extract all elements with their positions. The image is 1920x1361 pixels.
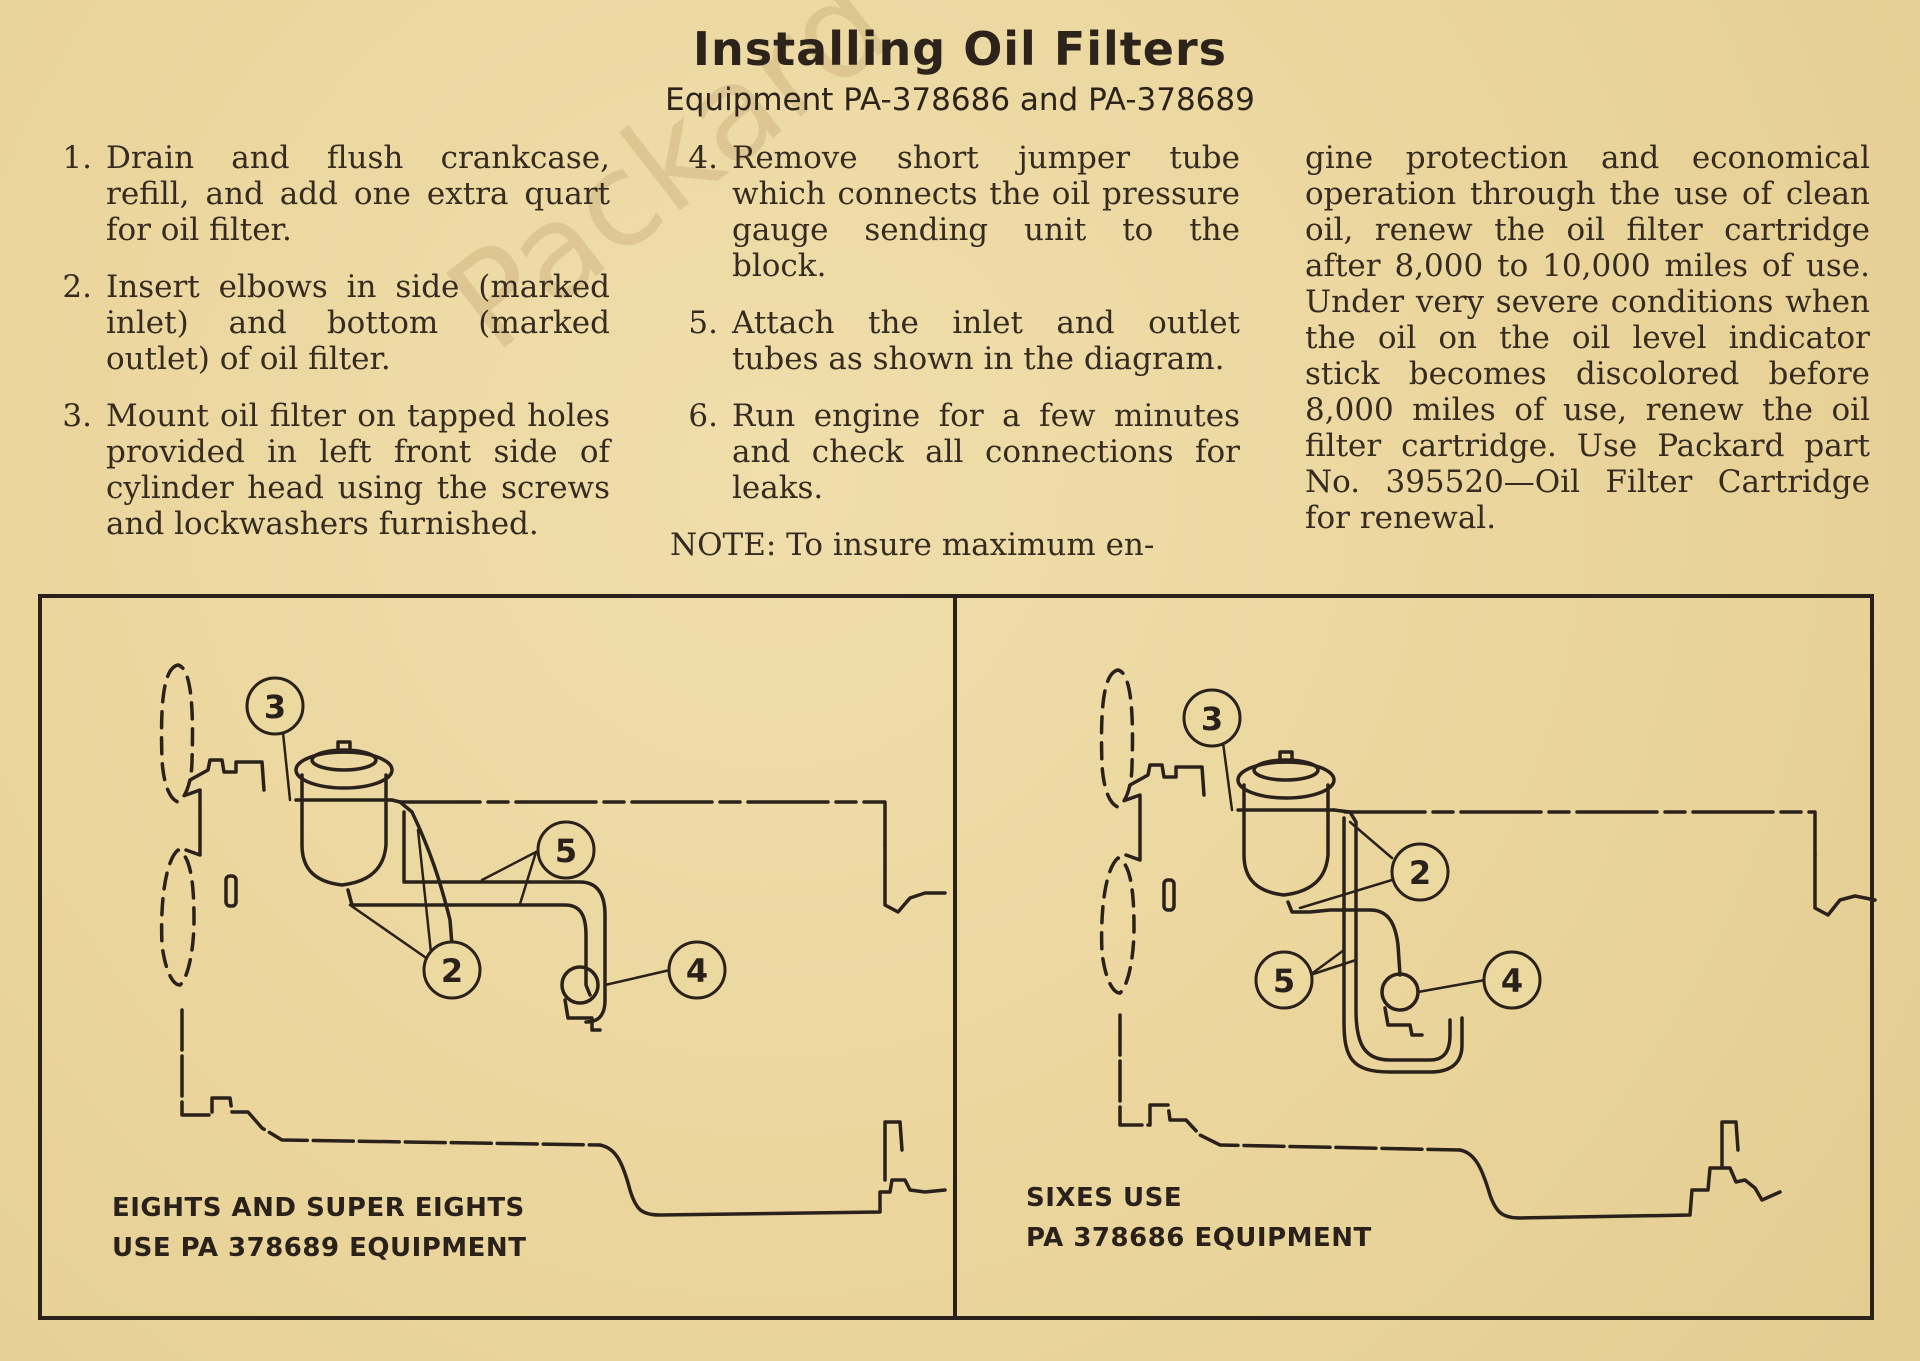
tube-inlet-left: [390, 798, 454, 947]
diagram-left: [159, 663, 947, 1217]
water-outlet-right: [1128, 763, 1206, 797]
block-slot-left: [224, 874, 238, 908]
step-text: Insert elbows in side (marked inlet) and…: [106, 269, 610, 377]
head-rear-left: [883, 843, 947, 914]
callout-label: 3: [264, 688, 286, 726]
oil-pan-left: [598, 1143, 947, 1217]
tube-return-right: [1342, 816, 1464, 1074]
filter-lid-top-left: [310, 748, 378, 772]
sending-unit-base-right: [1383, 1006, 1424, 1037]
sending-unit-right: [1380, 972, 1420, 1012]
callout-label: 5: [1273, 962, 1295, 1000]
step-1: 1. Drain and flush crankcase, refill, an…: [40, 140, 610, 248]
water-outlet-left: [188, 758, 266, 792]
callout-3-left: [245, 676, 305, 736]
fan-blade-lower-left: [159, 848, 196, 987]
step-text: Drain and flush crankcase, refill, and a…: [106, 140, 610, 248]
filter-knob-left: [336, 740, 352, 754]
fan-hub-right: [1124, 793, 1142, 862]
step-text: Run engine for a few minutes and check a…: [732, 398, 1240, 506]
tube-outlet-right: [1332, 808, 1452, 1062]
fan-blade-lower-right: [1099, 856, 1136, 995]
oil-pan-right: [1458, 1148, 1782, 1220]
callout-label: 2: [441, 952, 463, 990]
head-rear-right: [1813, 853, 1877, 917]
filter-lid-top-right: [1252, 758, 1320, 782]
instructions-column-2: 4. Remove short jumper tube which connec…: [670, 140, 1240, 563]
caption-sixes: SIXES USE PA 378686 EQUIPMENT: [1026, 1178, 1372, 1258]
callout-2-left: [422, 940, 482, 1000]
step-number: 3.: [62, 398, 92, 434]
oil-pan-rear-left: [883, 1120, 904, 1182]
block-slot-right: [1162, 878, 1176, 912]
caption-line-2: PA 378686 EQUIPMENT: [1026, 1223, 1372, 1253]
step-number: 2.: [62, 269, 92, 305]
caption-line-2: USE PA 378689 EQUIPMENT: [112, 1233, 527, 1263]
tube-inlet-right: [1286, 900, 1402, 977]
callout-label: 4: [1501, 962, 1523, 1000]
caption-line-1: EIGHTS AND SUPER EIGHTS: [112, 1193, 525, 1223]
step-6: 6. Run engine for a few minutes and chec…: [670, 398, 1240, 506]
step-3: 3. Mount oil filter on tapped holes prov…: [40, 398, 610, 542]
callout-label: 2: [1409, 854, 1431, 892]
step-text: Mount oil filter on tapped holes provide…: [106, 398, 610, 542]
callout-2-right: [1390, 842, 1450, 902]
callout-label: 5: [555, 832, 577, 870]
step-number: 1.: [62, 140, 92, 176]
sending-unit-left: [560, 965, 600, 1005]
fan-blade-upper-left: [159, 663, 195, 804]
filter-canister-right: [1242, 783, 1330, 897]
filter-canister-left: [300, 773, 388, 887]
head-top-left: [398, 800, 887, 847]
note-continued: gine protection and economical operation…: [1305, 140, 1870, 536]
step-text: Attach the inlet and outlet tubes as sho…: [732, 305, 1240, 377]
tube-outlet-left: [346, 888, 592, 997]
step-4: 4. Remove short jumper tube which connec…: [670, 140, 1240, 284]
tube-return-left: [402, 810, 607, 1024]
callout-4-left: [667, 940, 727, 1000]
oil-pan-rear-right: [1720, 1120, 1740, 1170]
sending-unit-base-left: [563, 998, 602, 1032]
step-5: 5. Attach the inlet and outlet tubes as …: [670, 305, 1240, 377]
filter-knob-right: [1278, 750, 1294, 764]
instructions-column-1: 1. Drain and flush crankcase, refill, an…: [40, 140, 610, 563]
step-2: 2. Insert elbows in side (marked inlet) …: [40, 269, 610, 377]
step-number: 4.: [688, 140, 718, 176]
fan-hub-left: [184, 788, 202, 857]
callout-5-left: [536, 820, 596, 880]
callout-label: 4: [686, 952, 708, 990]
step-number: 6.: [688, 398, 718, 434]
diagram-right: [1099, 668, 1877, 1220]
head-top-right: [1343, 810, 1817, 857]
page-title: Installing Oil Filters: [692, 22, 1228, 76]
callout-4-right: [1482, 950, 1542, 1010]
caption-line-1: SIXES USE: [1026, 1183, 1183, 1213]
callout-label: 3: [1201, 700, 1223, 738]
step-text: Remove short jumper tube which connects …: [732, 140, 1240, 284]
page-subtitle: Equipment PA-378686 and PA-378689: [665, 82, 1255, 118]
block-front-right: [1118, 1013, 1462, 1152]
step-number: 5.: [688, 305, 718, 341]
caption-eights: EIGHTS AND SUPER EIGHTS USE PA 378689 EQ…: [112, 1188, 526, 1268]
block-front-left: [180, 1008, 602, 1147]
fan-blade-upper-right: [1099, 668, 1135, 809]
callout-5-right: [1254, 950, 1314, 1010]
note-start: NOTE: To insure maximum en-: [670, 527, 1155, 563]
callout-3-right: [1182, 688, 1242, 748]
